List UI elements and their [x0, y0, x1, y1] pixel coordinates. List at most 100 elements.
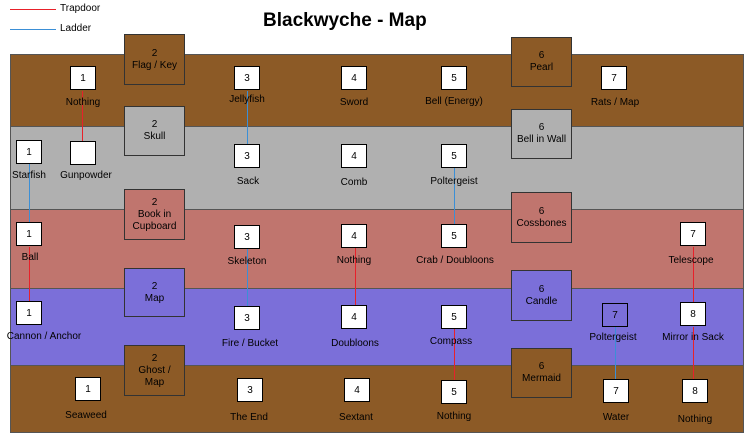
room-label: Nothing — [65, 97, 101, 108]
room-6-box: 6 Cossbones — [511, 192, 572, 243]
room-number: 3 — [234, 306, 260, 330]
room-6-label: Bell in Wall — [516, 134, 567, 145]
room-label: Skeleton — [227, 256, 267, 267]
floor-band-4 — [10, 288, 744, 366]
room-6-number: 6 — [538, 205, 545, 217]
room-number: 4 — [341, 305, 367, 329]
ladder-line — [247, 249, 248, 306]
room-2-number: 2 — [151, 47, 158, 59]
room-2-label: Skull — [143, 131, 166, 142]
trapdoor-line — [29, 247, 30, 301]
room-number: 7 — [680, 222, 706, 246]
room-label: Seaweed — [65, 410, 107, 421]
ladder-line — [29, 163, 30, 222]
room-6-number: 6 — [538, 361, 545, 372]
room-label: Crab / Doubloons — [416, 255, 494, 266]
room-label: Sextant — [339, 412, 373, 423]
room-number: 8 — [682, 379, 708, 403]
room-2-label: Ghost / Map — [138, 364, 171, 388]
room-6-number: 6 — [538, 283, 545, 295]
floor-band-5 — [10, 365, 744, 433]
room-label: Poltergeist — [589, 332, 637, 343]
trapdoor-legend-line — [10, 9, 56, 10]
room-label: Jellyfish — [229, 94, 265, 105]
room-label: Sword — [339, 97, 369, 108]
room-number: 5 — [441, 380, 467, 404]
room-label: Mirror in Sack — [662, 332, 724, 343]
trapdoor-legend-label: Trapdoor — [60, 3, 101, 14]
room-label: Gunpowder — [60, 170, 112, 181]
room-2-box: 2 Flag / Key — [124, 34, 185, 85]
room-number: 5 — [441, 224, 467, 248]
floor-band-1 — [10, 54, 744, 127]
room-number: 1 — [16, 140, 42, 164]
room-number: 5 — [441, 305, 467, 329]
room-label: Nothing — [677, 414, 713, 425]
room-label: The End — [230, 412, 268, 423]
room-number: 7 — [602, 303, 628, 327]
floor-band-3 — [10, 209, 744, 289]
room-2-label: Book in Cupboard — [132, 208, 177, 232]
room-number: 4 — [341, 224, 367, 248]
trapdoor-line — [82, 91, 83, 141]
room-label: Bell (Energy) — [425, 96, 483, 107]
room-6-box: 6 Mermaid — [511, 348, 572, 398]
room-2-number: 2 — [151, 280, 158, 292]
trapdoor-line — [454, 329, 455, 381]
room-2-label: Map — [144, 292, 165, 304]
room-label: Comb — [340, 177, 368, 188]
ladder-legend-label: Ladder — [60, 23, 92, 34]
room-label: Nothing — [436, 411, 472, 422]
room-6-label: Mermaid — [522, 373, 561, 384]
room-6-label: Pearl — [529, 62, 554, 73]
room-number: 3 — [234, 225, 260, 249]
room-number: 7 — [603, 379, 629, 403]
room-label: Sack — [236, 176, 260, 187]
room-6-label: Cossbones — [516, 217, 567, 229]
room-number: 7 — [601, 66, 627, 90]
room-2-box: 2 Skull — [124, 106, 185, 156]
ladder-line — [247, 91, 248, 144]
room-number: 1 — [75, 377, 101, 401]
room-label: Poltergeist — [430, 176, 478, 187]
trapdoor-line — [693, 247, 694, 303]
room-2-number: 2 — [151, 119, 158, 130]
room-number — [70, 141, 96, 165]
page-title: Blackwyche - Map — [263, 10, 427, 31]
room-6-label: Candle — [525, 295, 558, 307]
room-2-box: 2 Map — [124, 268, 185, 317]
room-number: 4 — [341, 66, 367, 90]
room-label: Starfish — [12, 170, 46, 181]
room-6-number: 6 — [538, 50, 545, 61]
ladder-line — [615, 327, 616, 380]
room-6-box: 6 Bell in Wall — [511, 109, 572, 159]
room-label: Compass — [429, 336, 473, 347]
room-number: 1 — [16, 222, 42, 246]
room-number: 1 — [70, 66, 96, 90]
room-number: 5 — [441, 66, 467, 90]
room-number: 4 — [344, 378, 370, 402]
trapdoor-line — [355, 248, 356, 305]
room-2-number: 2 — [151, 196, 158, 208]
room-label: Rats / Map — [590, 97, 640, 108]
room-6-box: 6 Candle — [511, 270, 572, 321]
room-label: Nothing — [336, 255, 372, 266]
room-number: 1 — [16, 301, 42, 325]
room-number: 5 — [441, 144, 467, 168]
floor-band-2 — [10, 126, 744, 210]
room-label: Ball — [21, 252, 39, 263]
room-number: 4 — [341, 144, 367, 168]
room-label: Doubloons — [331, 338, 379, 349]
room-6-box: 6 Pearl — [511, 37, 572, 87]
room-label: Cannon / Anchor — [6, 331, 82, 342]
room-2-number: 2 — [151, 352, 158, 364]
room-label: Water — [602, 412, 630, 423]
trapdoor-line — [693, 327, 694, 379]
ladder-line — [454, 168, 455, 224]
room-label: Fire / Bucket — [221, 338, 279, 349]
room-number: 8 — [680, 302, 706, 326]
room-label: Telescope — [668, 255, 714, 266]
ladder-legend-line — [10, 29, 56, 30]
room-2-label: Flag / Key — [131, 59, 178, 71]
room-2-box: 2 Book in Cupboard — [124, 189, 185, 240]
